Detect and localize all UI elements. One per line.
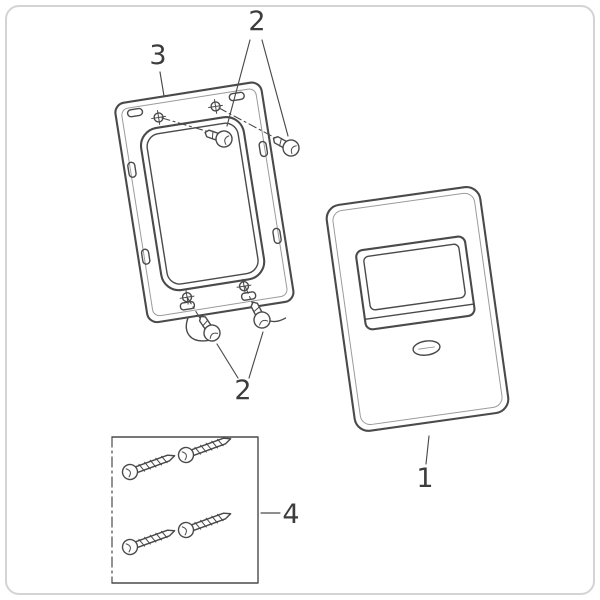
plate-bevel bbox=[332, 192, 503, 426]
callout-1: 1 bbox=[416, 463, 433, 494]
pack-screw bbox=[119, 523, 178, 558]
frame-inner-edge bbox=[121, 88, 288, 317]
frame-slot bbox=[140, 248, 151, 265]
screw-boss bbox=[151, 110, 166, 125]
leader-line bbox=[159, 71, 165, 97]
leader-line bbox=[226, 39, 251, 127]
callout-3: 3 bbox=[149, 40, 166, 71]
button-split-line bbox=[364, 303, 475, 321]
frame-slot bbox=[258, 140, 269, 158]
brand-logo-oval bbox=[412, 340, 441, 356]
callout-2-top: 2 bbox=[248, 6, 265, 37]
box-outline bbox=[111, 436, 259, 584]
axis-line bbox=[218, 107, 284, 143]
frame-slot bbox=[127, 161, 137, 178]
frame-slot bbox=[272, 227, 282, 245]
callout-2-bottom: 2 bbox=[234, 375, 251, 406]
frame-opening-outer bbox=[139, 116, 266, 292]
leader-line bbox=[425, 435, 430, 465]
pack-screw bbox=[119, 448, 178, 483]
frame-slot bbox=[126, 107, 144, 118]
mounting-frame bbox=[114, 81, 295, 342]
callouts: 2 3 2 1 4 bbox=[149, 6, 433, 530]
image-border bbox=[5, 5, 595, 595]
pack-screw bbox=[175, 506, 234, 541]
plate-outline bbox=[325, 186, 510, 432]
frame-hook bbox=[185, 316, 209, 342]
leader-line bbox=[216, 343, 239, 379]
frame-opening-inner bbox=[146, 122, 259, 285]
screw-boss bbox=[236, 278, 252, 294]
leader-line bbox=[248, 331, 264, 379]
flush-plate bbox=[325, 186, 510, 432]
flush-button bbox=[363, 243, 466, 311]
brand-logo-mark bbox=[418, 346, 435, 350]
button-surround bbox=[355, 235, 476, 331]
screw-boss bbox=[208, 99, 223, 114]
mounting-screw bbox=[268, 130, 303, 160]
callout-4: 4 bbox=[282, 499, 299, 530]
leader-line bbox=[261, 39, 289, 137]
drawing: 2 3 2 1 4 bbox=[111, 6, 510, 584]
screw-pack-box bbox=[111, 431, 259, 584]
